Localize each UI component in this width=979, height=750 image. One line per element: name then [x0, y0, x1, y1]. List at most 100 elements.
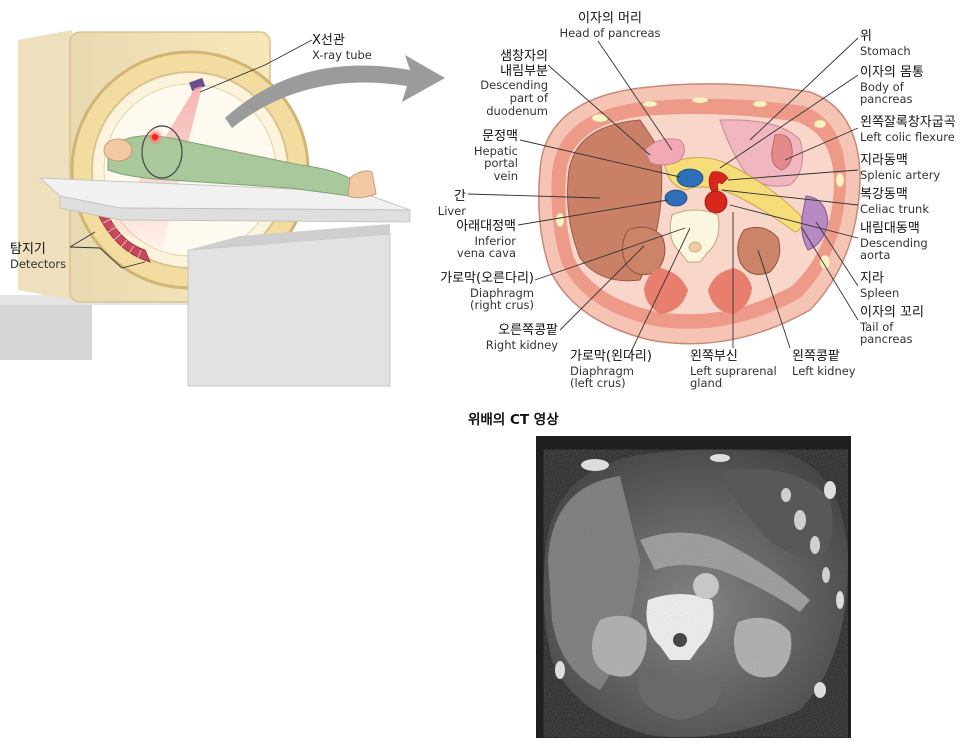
- label-tail-of-pancreas: 이자의 꼬리 Tail of pancreas: [860, 305, 924, 347]
- fat-deposits: [555, 96, 845, 270]
- label-duodenum-ko-1: 샘창자의: [500, 49, 548, 64]
- ct-stomach: [720, 468, 833, 560]
- label-diaphragm-left-ko: 가로막(왼다리): [570, 349, 652, 364]
- spinal-canal: [688, 241, 702, 253]
- aorta: [704, 190, 728, 214]
- label-diaphragm-left-en-2: (left crus): [570, 376, 626, 391]
- celiac-trunk: [708, 171, 729, 193]
- label-left-colic-flexure: 왼쪽잘록창자굽곡 Left colic flexure: [860, 115, 956, 144]
- label-pancreas-body-en-1: Body of: [860, 79, 904, 94]
- label-celiac-trunk-en: Celiac trunk: [860, 201, 929, 216]
- leader-lines: [69, 37, 859, 359]
- vertebra: [669, 209, 720, 263]
- scanner-base: [0, 305, 92, 360]
- table-pedestal: [187, 233, 391, 387]
- label-detectors-ko: 탐지기: [10, 242, 46, 257]
- ct-scanner: [0, 30, 411, 387]
- label-inferior-vena-cava: 아래대정맥 Inferior vena cava: [420, 219, 517, 261]
- ct-bowel: [781, 488, 830, 583]
- label-pancreas-tail-en-2: pancreas: [860, 332, 913, 347]
- label-xray-tube-en: X-ray tube: [312, 47, 372, 62]
- label-pancreas-body-ko: 이자의 몸통: [860, 65, 924, 80]
- ct-aorta: [693, 573, 719, 599]
- label-head-of-pancreas: 이자의 머리 Head of pancreas: [555, 11, 665, 39]
- label-spleen-en: Spleen: [860, 285, 900, 300]
- label-left-kidney-ko: 왼쪽콩팥: [792, 349, 840, 364]
- label-detectors-en: Detectors: [10, 256, 67, 271]
- label-left-suprarenal: 왼쪽부신 Left suprarenal gland: [690, 349, 777, 391]
- transition-arrow: [225, 55, 445, 128]
- label-splenic-artery: 지라동맥 Splenic artery: [860, 153, 941, 182]
- label-celiac-trunk-ko: 복강동맥: [860, 187, 908, 202]
- label-body-of-pancreas: 이자의 몸통 Body of pancreas: [860, 65, 924, 107]
- ct-spinal-canal: [673, 633, 687, 647]
- label-right-kidney-en: Right kidney: [485, 337, 558, 352]
- label-diaphragm-right-en-1: Diaphragm: [470, 285, 534, 300]
- label-stomach-en: Stomach: [860, 43, 911, 58]
- label-pancreas-tail-en-1: Tail of: [860, 319, 894, 334]
- focus-dot-core: [152, 134, 158, 140]
- label-descending-aorta: 내림대동맥 Descending aorta: [860, 221, 928, 263]
- label-descending-duodenum: 샘창자의 내림부분 Descending part of duodenum: [448, 49, 548, 118]
- ct-vertebra: [646, 594, 714, 660]
- ct-caption: 위배의 CT 영상: [468, 412, 559, 428]
- back-muscle-left: [644, 268, 688, 314]
- label-aorta-ko: 내림대동맥: [860, 221, 920, 236]
- duodenum: [644, 138, 685, 166]
- ct-back-muscle: [638, 672, 722, 720]
- colon: [771, 134, 793, 171]
- label-diaphragm-right-ko: 가로막(오른다리): [440, 271, 534, 286]
- label-ivc-ko: 아래대정맥: [456, 219, 516, 234]
- label-duodenum-ko-2: 내림부분: [500, 63, 548, 79]
- label-spleen: 지라 Spleen: [860, 271, 900, 300]
- ct-kidney-left: [734, 617, 792, 678]
- label-duodenum-en-3: duodenum: [486, 103, 548, 118]
- label-diaphragm-left: 가로막(왼다리) Diaphragm (left crus): [570, 349, 652, 391]
- label-colic-flexure-en: Left colic flexure: [860, 129, 955, 144]
- label-diaphragm-left-en-1: Diaphragm: [570, 363, 634, 378]
- label-celiac-trunk: 복강동맥 Celiac trunk: [860, 187, 929, 216]
- spleen: [801, 195, 829, 251]
- label-splenic-artery-ko: 지라동맥: [860, 153, 908, 168]
- patient: [103, 125, 377, 199]
- label-xray-tube: X선관 X-ray tube: [312, 33, 372, 62]
- kidney-right: [622, 226, 666, 276]
- table-rail: [59, 195, 411, 223]
- label-aorta-en-2: aorta: [860, 248, 891, 263]
- label-portal-vein-en-2: portal: [484, 156, 518, 171]
- label-ivc-en-2: vena cava: [456, 246, 516, 261]
- label-head-of-pancreas-ko: 이자의 머리: [578, 11, 642, 26]
- label-detectors: 탐지기 Detectors: [10, 242, 67, 271]
- label-duodenum-en-2: part of: [509, 90, 548, 105]
- label-liver: 간 Liver: [420, 189, 466, 218]
- label-splenic-artery-en: Splenic artery: [860, 167, 941, 182]
- label-right-kidney: 오른쪽콩팥 Right kidney: [462, 323, 558, 352]
- label-ivc-en-1: Inferior: [474, 233, 517, 248]
- ct-pancreas: [640, 532, 810, 612]
- label-duodenum-en-1: Descending: [480, 78, 548, 93]
- label-diaphragm-right: 가로막(오른다리) Diaphragm (right crus): [410, 271, 534, 312]
- ct-scan-image: [536, 436, 851, 738]
- label-suprarenal-ko: 왼쪽부신: [690, 349, 738, 364]
- label-suprarenal-en-2: gland: [690, 376, 723, 391]
- label-suprarenal-en-1: Left suprarenal: [690, 363, 777, 378]
- patient-feet: [347, 170, 377, 199]
- label-pancreas-tail-ko: 이자의 꼬리: [860, 305, 924, 320]
- kidney-left: [737, 226, 781, 275]
- label-stomach-ko: 위: [860, 29, 872, 44]
- label-liver-ko: 간: [454, 189, 466, 204]
- label-spleen-ko: 지라: [860, 271, 884, 286]
- label-stomach: 위 Stomach: [860, 29, 911, 58]
- label-colic-flexure-ko: 왼쪽잘록창자굽곡: [860, 115, 956, 130]
- label-xray-tube-ko: X선관: [312, 33, 345, 48]
- label-hepatic-portal-vein: 문정맥 Hepatic portal vein: [438, 129, 518, 184]
- ct-kidney-right: [592, 615, 647, 677]
- label-portal-vein-en-3: vein: [493, 169, 518, 184]
- label-pancreas-body-en-2: pancreas: [860, 92, 913, 107]
- ct-ribs: [555, 454, 844, 698]
- label-right-kidney-ko: 오른쪽콩팥: [498, 323, 558, 338]
- label-liver-en: Liver: [437, 203, 466, 218]
- label-portal-vein-ko: 문정맥: [482, 129, 518, 144]
- label-aorta-en-1: Descending: [860, 235, 928, 250]
- table-pedestal-top: [188, 224, 390, 250]
